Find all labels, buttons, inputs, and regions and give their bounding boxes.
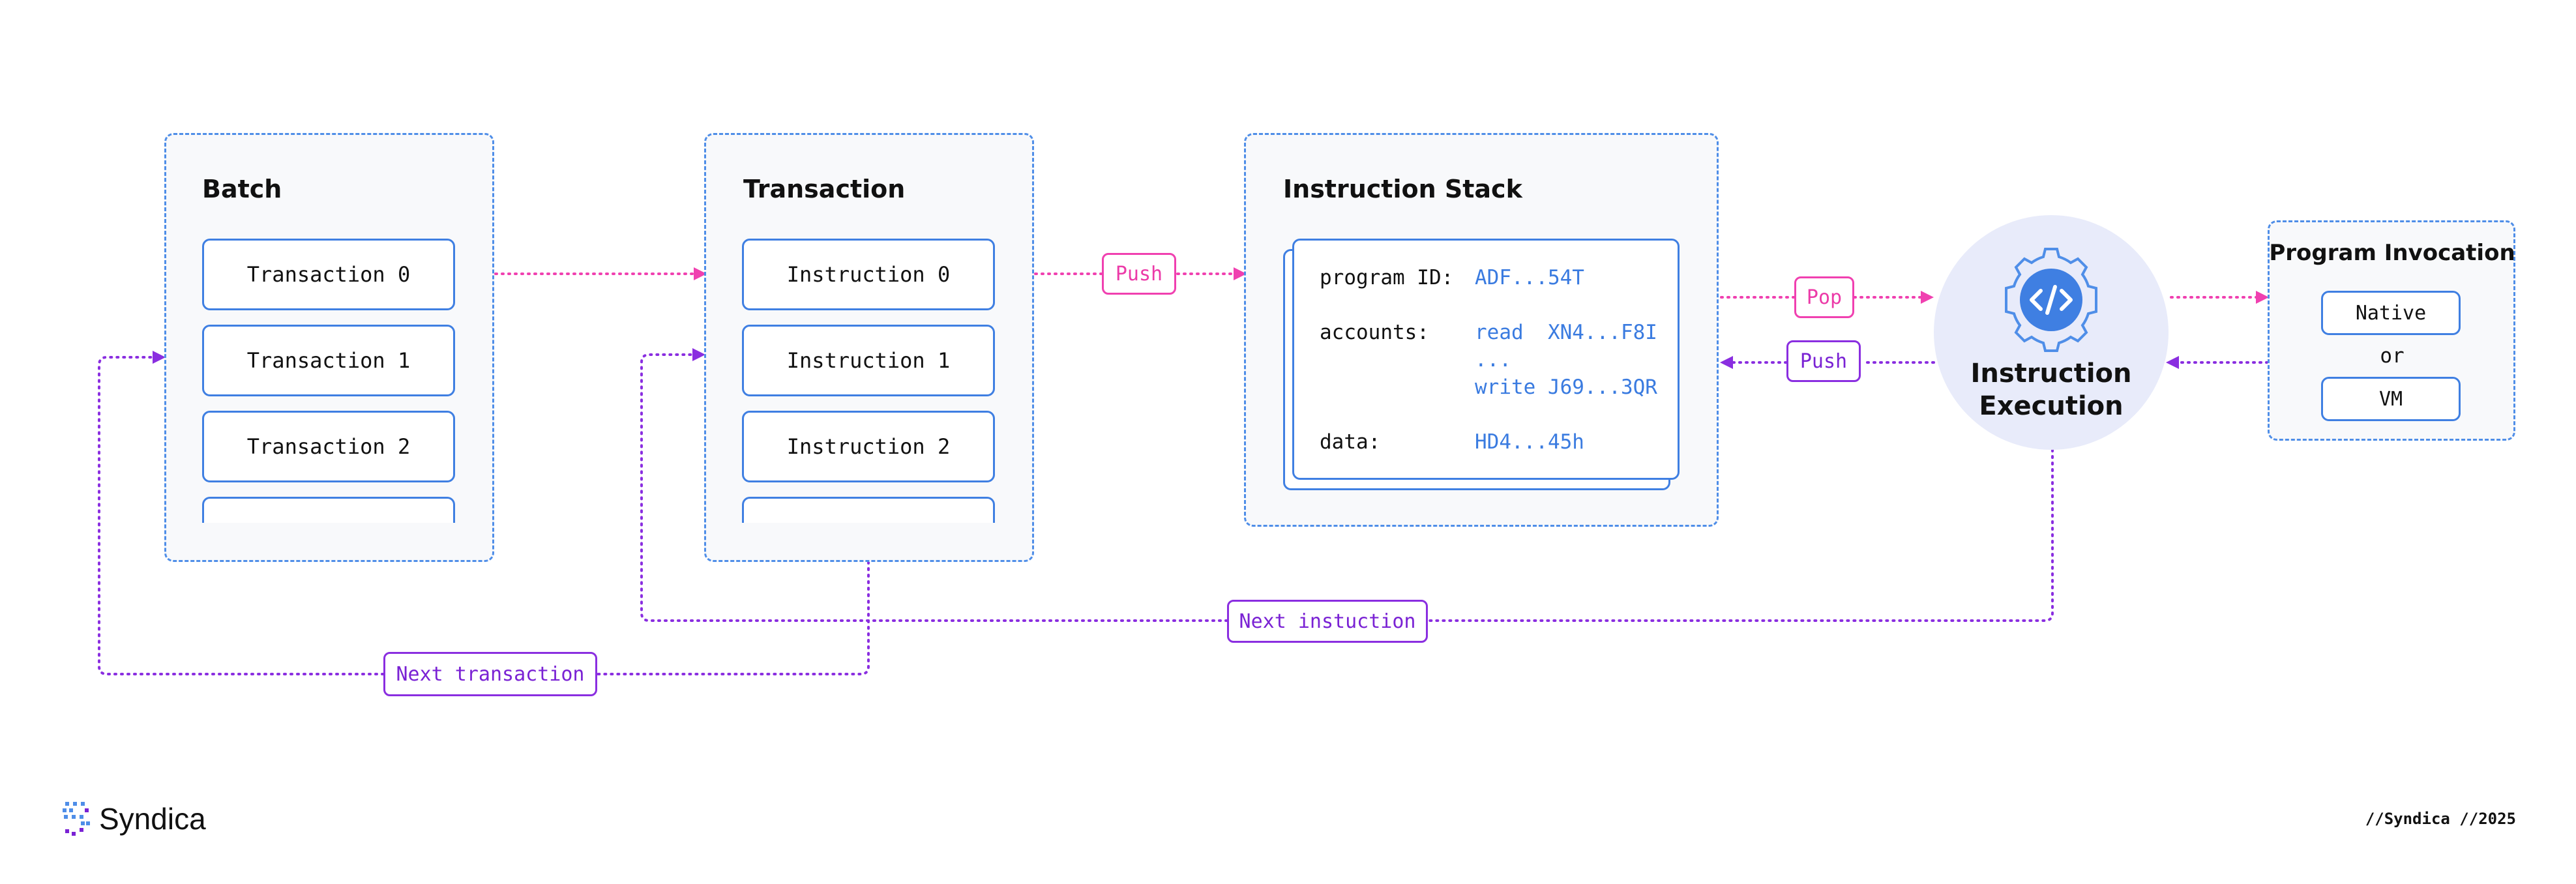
accounts-read: read XN4...F8I [1475, 321, 1657, 344]
program-id-label: program ID: [1320, 266, 1454, 289]
arrowhead-stack [1234, 267, 1247, 280]
next-instruction-label: Next instuction [1227, 600, 1428, 643]
instruction-execution-title: Instruction Execution [1934, 357, 2169, 422]
arrowhead-transaction-1 [153, 351, 166, 364]
next-instruction-loop-line [640, 353, 2054, 622]
batch-item-transaction-1[interactable]: Transaction 1 [202, 325, 455, 396]
brand-name: Syndica [99, 802, 206, 836]
arrowhead-exec-return [2166, 356, 2179, 369]
push-label: Push [1102, 253, 1176, 295]
instruction-execution-circle [1934, 215, 2169, 450]
accounts-write: write J69...3QR [1475, 376, 1657, 399]
data-label: data: [1320, 430, 1381, 454]
arrowhead-instruction-1 [692, 348, 705, 361]
native-option[interactable]: Native [2321, 291, 2461, 335]
syndica-logo-icon [63, 802, 90, 836]
next-transaction-loop-line [98, 356, 870, 675]
accounts-label: accounts: [1320, 321, 1429, 344]
batch-item-transaction-0[interactable]: Transaction 0 [202, 239, 455, 310]
exec-title-line1: Instruction [1970, 359, 2132, 389]
transaction-item-instruction-1[interactable]: Instruction 1 [742, 325, 995, 396]
code-gear-icon [2005, 248, 2097, 352]
stack-card-front[interactable] [1292, 239, 1680, 480]
accounts-ellipsis: ... [1475, 348, 1511, 372]
transaction-item-instruction-2[interactable]: Instruction 2 [742, 411, 995, 482]
batch-title: Batch [202, 175, 282, 203]
pop-label: Pop [1794, 276, 1854, 318]
arrowhead-program [2256, 291, 2269, 304]
batch-item-transaction-2[interactable]: Transaction 2 [202, 411, 455, 482]
arrowhead-stack-return [1720, 356, 1733, 369]
vm-option[interactable]: VM [2321, 377, 2461, 421]
transaction-item-instruction-0[interactable]: Instruction 0 [742, 239, 995, 310]
transaction-item-overflow [742, 497, 995, 523]
instruction-stack-title: Instruction Stack [1283, 175, 1522, 203]
program-id-value: ADF...54T [1475, 266, 1584, 289]
transaction-title: Transaction [743, 175, 906, 203]
footer-signature: //Syndica //2025 [2365, 810, 2516, 828]
arrowhead-exec [1921, 291, 1934, 304]
exec-title-line2: Execution [1979, 391, 2124, 421]
brand: Syndica [63, 801, 206, 837]
next-transaction-label: Next transaction [383, 652, 597, 696]
or-text: or [2380, 344, 2405, 368]
data-value: HD4...45h [1475, 430, 1584, 454]
push-return-label: Push [1786, 340, 1861, 382]
batch-item-overflow [202, 497, 455, 523]
arrowhead-transaction [694, 267, 707, 280]
program-invocation-title: Program Invocation [2269, 240, 2515, 266]
